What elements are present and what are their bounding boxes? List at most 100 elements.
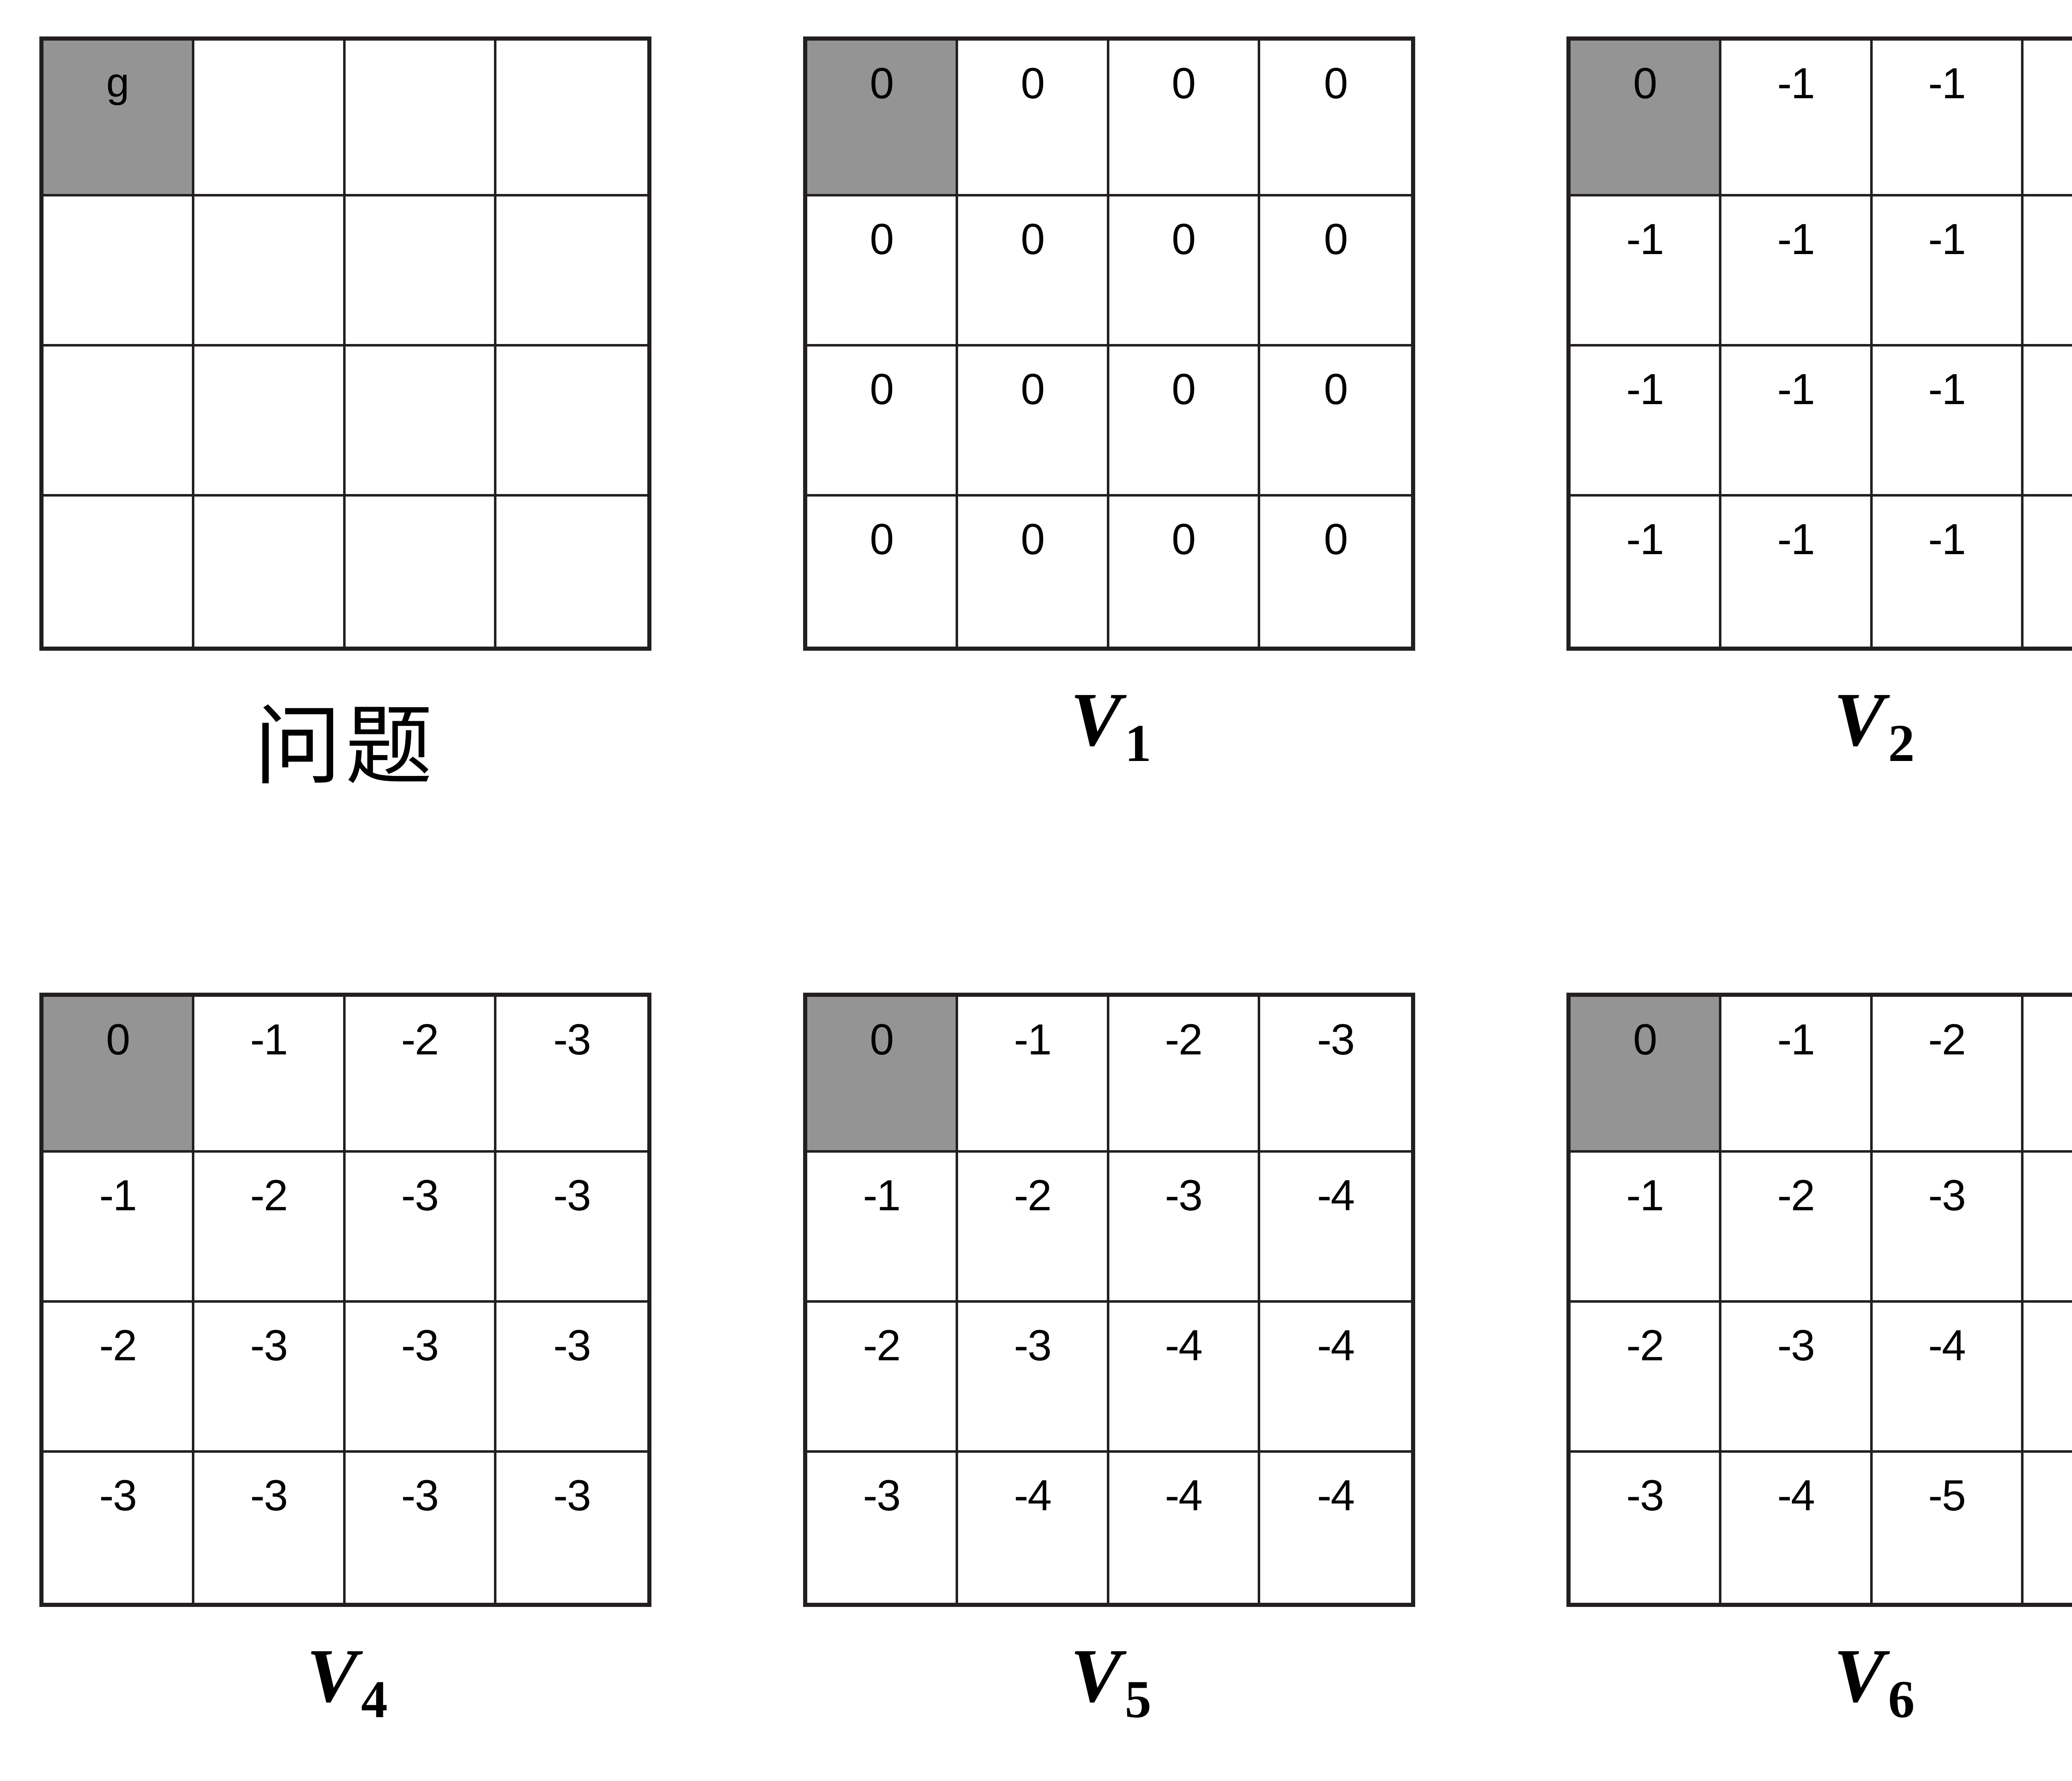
grid-cell: -4: [1872, 1303, 2024, 1453]
panel-caption-v2: V2: [1566, 676, 2072, 773]
grid-cell: 0: [807, 997, 959, 1153]
panel-caption-v5: V5: [803, 1632, 1415, 1729]
grid-cell: -3: [345, 1153, 496, 1303]
grid-cell: 0: [958, 41, 1109, 197]
grid-v6: 0-1-2-3-1-2-3-4-2-3-4-5-3-4-5-5: [1566, 993, 2072, 1607]
grid-cell: -1: [1872, 347, 2024, 497]
grid-cell: 0: [807, 41, 959, 197]
grid-cell: -3: [2023, 997, 2072, 1153]
grid-cell: -1: [44, 1153, 195, 1303]
grid-cell: 0: [807, 347, 959, 497]
grid-cell: -2: [958, 1153, 1109, 1303]
grid-cell: -3: [1260, 997, 1411, 1153]
grid-cell: -1: [1872, 196, 2024, 347]
grid-cell: [194, 196, 346, 347]
caption-symbol: V: [1070, 677, 1122, 762]
grid-cell: 0: [1260, 347, 1411, 497]
grid-cell: g: [44, 41, 195, 197]
grid-cell: -2: [1571, 1303, 1722, 1453]
caption-subscript: 2: [1888, 714, 1915, 773]
grid-cell: 0: [958, 497, 1109, 647]
grid-cell: -3: [346, 1453, 496, 1603]
panel-caption-problem: 问题: [39, 676, 651, 802]
grid-cell: [345, 347, 496, 497]
caption-symbol: V: [1833, 677, 1885, 762]
grid-cell: -2: [1721, 1153, 1873, 1303]
caption-subscript: 1: [1125, 714, 1152, 773]
grid-cell: -1: [1721, 347, 1873, 497]
grid-cell: [44, 347, 195, 497]
grid-cell: 0: [1571, 997, 1722, 1153]
grid-cell: -1: [1721, 41, 1873, 197]
grid-cell: -1: [2024, 497, 2072, 647]
grid-cell: -1: [1721, 196, 1873, 347]
grid-cell: -5: [2024, 1453, 2072, 1603]
grid-cell: [496, 41, 647, 197]
grid-cell: [496, 497, 647, 647]
grid-cell: [194, 497, 346, 647]
grid-cell: -1: [958, 997, 1109, 1153]
grid-cell: [44, 497, 195, 647]
grid-cell: -2: [1872, 997, 2024, 1153]
grid-cell: [496, 347, 647, 497]
grid-cell: -4: [1317, 1471, 1355, 1520]
grid-cell: -1: [1873, 497, 2024, 647]
grid-cell: -1: [807, 1153, 959, 1303]
value-grid-panel-v2: 0-1-1-1-1-1-1-1-1-1-1-1-1-1-1-1V2: [1566, 36, 2072, 825]
grid-cell: 0: [1109, 41, 1260, 197]
grid-cell: 0: [1109, 347, 1260, 497]
grid-cell: [44, 196, 195, 347]
grid-cell: -2: [807, 1303, 959, 1453]
grid-cell: -1: [1872, 41, 2024, 197]
grid-cell: -4: [1721, 1453, 1873, 1603]
grid-cell: 0: [1571, 41, 1722, 197]
grid-cell: 0: [807, 196, 959, 347]
grid-cell: -4: [958, 1453, 1109, 1603]
caption-symbol: 问题: [254, 699, 437, 795]
grid-cell: -3: [1872, 1153, 2024, 1303]
caption-subscript: 6: [1888, 1670, 1915, 1729]
grid-cell: -1: [194, 997, 346, 1153]
grid-v4: 0-1-2-3-1-2-3-3-2-3-3-3-3-3-3-3: [39, 993, 651, 1607]
grid-cell: -1: [2023, 41, 2072, 197]
grid-cell: [345, 41, 496, 197]
grid-cell: -3: [194, 1453, 346, 1603]
grid-cell: -1: [1721, 997, 1873, 1153]
grid-cell: -3: [958, 1303, 1109, 1453]
grid-v2: 0-1-1-1-1-1-1-1-1-1-1-1-1-1-1-1: [1566, 36, 2072, 651]
grid-cell: 0: [1324, 515, 1348, 564]
grid-cell: -2: [345, 997, 496, 1153]
grid-cell: -5: [2023, 1303, 2072, 1453]
panel-caption-v1: V1: [803, 676, 1415, 773]
caption-symbol: V: [1833, 1633, 1885, 1718]
grid-cell: -1: [1571, 347, 1722, 497]
grid-cell: -4: [1109, 1453, 1260, 1603]
panel-caption-v6: V6: [1566, 1632, 2072, 1729]
grid-cell: -3: [44, 1453, 195, 1603]
grid-cell: -4: [1260, 1303, 1411, 1453]
grid-cell: -5: [1873, 1453, 2024, 1603]
grid-problem: g: [39, 36, 651, 651]
caption-subscript: 5: [1125, 1670, 1152, 1729]
grid-cell: -1: [1571, 196, 1722, 347]
grid-cell: -2: [194, 1153, 346, 1303]
grid-cell: 0: [44, 997, 195, 1153]
grid-cell: -4: [2023, 1153, 2072, 1303]
grid-cell: -4: [1260, 1153, 1411, 1303]
grid-v5: 0-1-2-3-1-2-3-4-2-3-4-4-3-4-4-4: [803, 993, 1415, 1607]
grid-cell: -3: [553, 1471, 591, 1520]
grid-cell: 0: [1109, 196, 1260, 347]
grid-cell: -3: [1721, 1303, 1873, 1453]
grid-cell: 0: [1109, 497, 1260, 647]
grid-cell: [194, 41, 346, 197]
grid-cell: -3: [1571, 1453, 1722, 1603]
grid-cell: -3: [1109, 1153, 1260, 1303]
grid-cell: -1: [2023, 196, 2072, 347]
grid-cell: -2: [44, 1303, 195, 1453]
grid-cell: -1: [1571, 1153, 1722, 1303]
grid-cell: 0: [958, 347, 1109, 497]
grid-cell: -1: [1571, 497, 1722, 647]
panel-caption-v4: V4: [39, 1632, 651, 1729]
grid-cell: -1: [2023, 347, 2072, 497]
